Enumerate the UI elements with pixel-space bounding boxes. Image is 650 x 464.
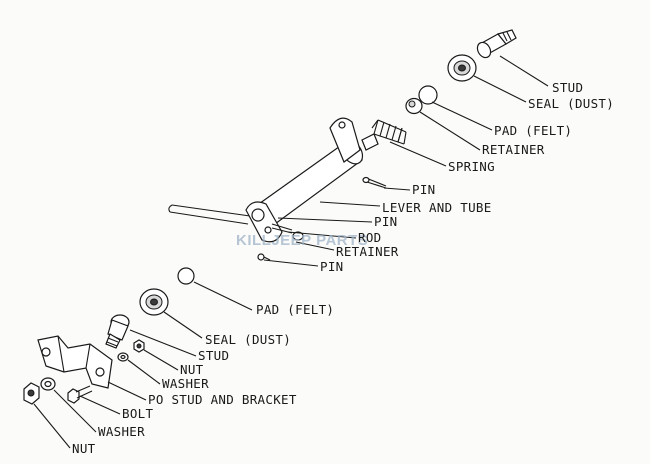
label-retainer-top: RETAINER	[482, 142, 545, 157]
retainer-mid-part	[292, 231, 304, 241]
pad-felt-top-part	[418, 85, 438, 105]
label-pin-mid: PIN	[374, 214, 397, 229]
spring-part	[371, 119, 407, 145]
bolt-part	[67, 385, 93, 404]
label-pin-upper: PIN	[412, 182, 435, 197]
lever-and-tube-part	[245, 117, 379, 243]
label-lever-and-tube: LEVER AND TUBE	[382, 200, 492, 215]
label-spring: SPRING	[448, 159, 495, 174]
pin-upper-part	[362, 176, 387, 189]
stud-and-bracket-part	[37, 335, 113, 389]
washer-bottom-part	[40, 377, 56, 391]
label-rod: ROD	[358, 230, 381, 245]
label-seal-dust-lower: SEAL (DUST)	[205, 332, 291, 347]
pin-lower-part	[257, 253, 271, 261]
label-pad-felt-lower: PAD (FELT)	[256, 302, 334, 317]
stud-lower-part	[105, 314, 130, 349]
label-seal-dust-top: SEAL (DUST)	[528, 96, 614, 111]
label-nut-bottom: NUT	[72, 441, 96, 456]
label-pin-lower: PIN	[320, 259, 343, 274]
washer-small-part	[117, 352, 129, 362]
label-retainer-mid: RETAINER	[336, 244, 399, 259]
label-nut-small: NUT	[180, 362, 204, 377]
label-pad-felt-top: PAD (FELT)	[494, 123, 572, 138]
label-washer-bottom: WASHER	[98, 424, 145, 439]
pad-felt-lower-part	[177, 267, 195, 285]
nut-bottom-part	[23, 382, 40, 405]
label-stud-top: STUD	[552, 80, 583, 95]
stud-top-part	[476, 29, 517, 59]
label-stud-and-bracket: PO STUD AND BRACKET	[148, 392, 297, 407]
leader-lines	[33, 55, 549, 449]
label-stud-lower: STUD	[198, 348, 229, 363]
seal-dust-top-part	[447, 54, 477, 82]
watermark-text: KILLJEEP PARTS	[236, 232, 368, 249]
retainer-top-part	[405, 97, 423, 115]
nut-small-part	[133, 339, 145, 353]
label-bolt: BOLT	[122, 406, 153, 421]
seal-dust-lower-part	[139, 288, 169, 316]
label-washer-small: WASHER	[162, 376, 209, 391]
rod-part	[168, 204, 251, 225]
